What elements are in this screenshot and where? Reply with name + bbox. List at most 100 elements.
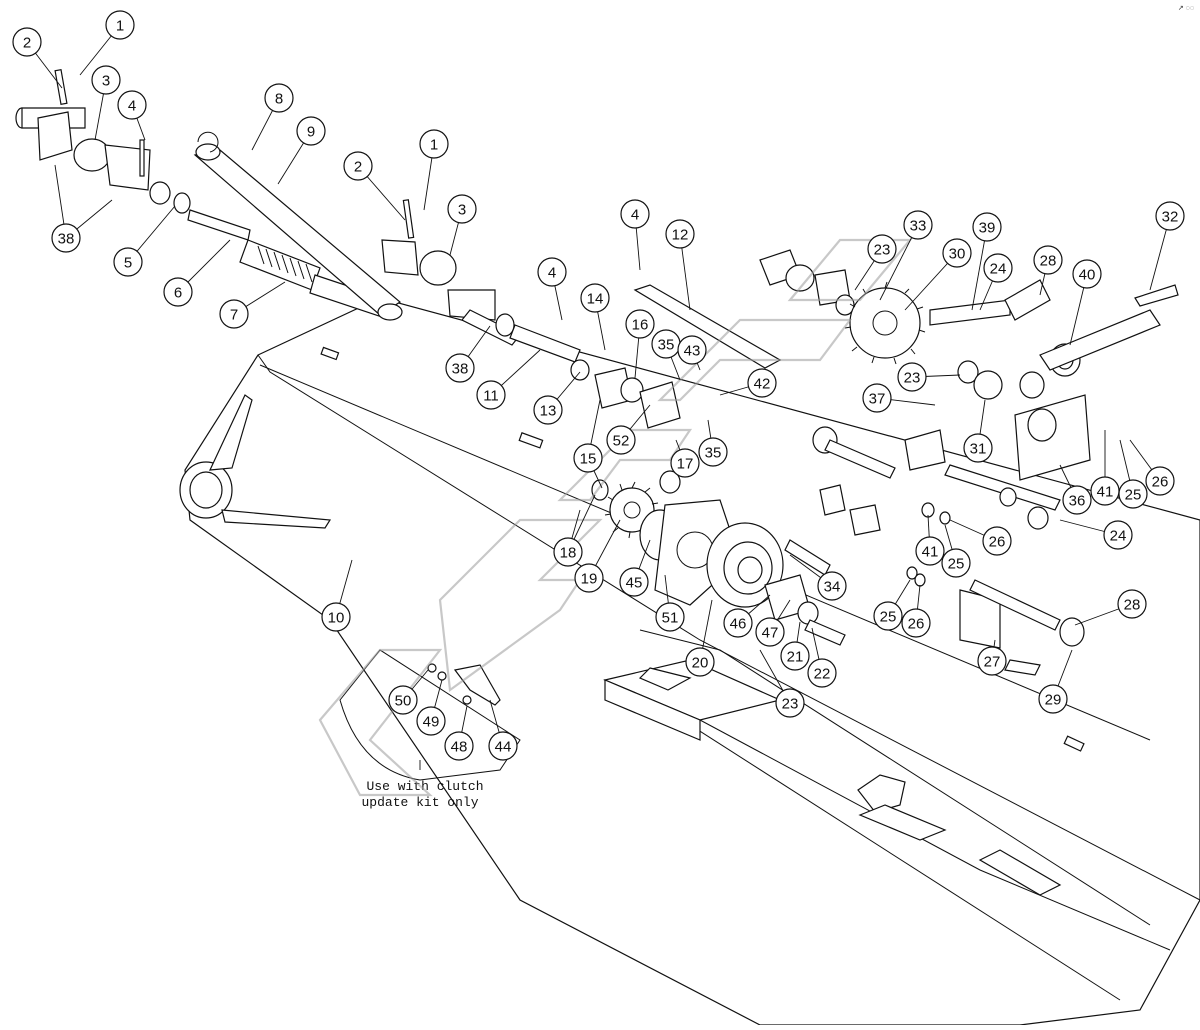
callout-circle [655,602,685,632]
callout-number: 51 [662,610,679,627]
callout-45: 45 [619,567,649,597]
callout-25: 25 [941,548,971,578]
callout-46: 46 [723,608,753,638]
callout-circle [747,368,777,398]
callout-circle [901,608,931,638]
callout-47: 47 [755,617,785,647]
callout-number: 27 [984,654,1001,671]
callout-circle [941,548,971,578]
callout-circle [698,437,728,467]
callout-number: 3 [458,202,466,219]
callout-number: 2 [23,35,31,52]
callout-circle [897,362,927,392]
callout-41: 41 [1090,476,1120,506]
callout-circle [476,380,506,410]
callout-circle [867,234,897,264]
callout-circle [12,27,42,57]
callout-number: 44 [495,739,512,756]
callout-circle [419,129,449,159]
callout-circle [619,567,649,597]
callout-26: 26 [1145,466,1175,496]
callout-29: 29 [1038,684,1068,714]
callout-38: 38 [445,353,475,383]
callout-circle [416,706,446,736]
callout-circle [983,253,1013,283]
callout-4: 4 [620,199,650,229]
callout-number: 40 [1079,267,1096,284]
callout-circle [972,212,1002,242]
callout-number: 24 [990,261,1007,278]
callout-number: 14 [587,291,604,308]
callout-number: 15 [580,451,597,468]
callout-number: 26 [989,534,1006,551]
callout-number: 17 [677,456,694,473]
callout-circle [1038,684,1068,714]
callout-number: 23 [904,370,921,387]
callout-52: 52 [606,425,636,455]
callout-number: 35 [658,337,675,354]
callout-circle [807,658,837,688]
callout-number: 18 [560,545,577,562]
callout-circle [574,563,604,593]
callout-number: 28 [1040,253,1057,270]
callout-6: 6 [163,277,193,307]
callout-circle [685,647,715,677]
callout-16: 16 [625,309,655,339]
callout-43: 43 [677,335,707,365]
callout-4: 4 [117,90,147,120]
callout-number: 4 [548,265,556,282]
callout-23: 23 [897,362,927,392]
callout-number: 49 [423,714,440,731]
callout-number: 2 [354,159,362,176]
callout-circle [553,537,583,567]
callout-circle [1072,259,1102,289]
callout-number: 1 [430,137,438,154]
callout-circle [1155,201,1185,231]
callout-2: 2 [343,151,373,181]
callout-circle [1103,520,1133,550]
callout-number: 11 [483,388,499,405]
callout-5: 5 [113,247,143,277]
callout-number: 30 [949,246,966,263]
callout-circle [862,383,892,413]
callout-number: 8 [275,91,283,108]
callout-35: 35 [651,329,681,359]
callout-18: 18 [553,537,583,567]
callout-28: 28 [1033,245,1063,275]
callout-circle [343,151,373,181]
callout-37: 37 [862,383,892,413]
callout-7: 7 [219,299,249,329]
callout-circle [1118,479,1148,509]
callout-number: 37 [869,391,886,408]
callout-number: 34 [824,579,841,596]
callout-51: 51 [655,602,685,632]
callout-circle [533,395,563,425]
callout-34: 34 [817,571,847,601]
callout-circle [873,601,903,631]
callout-circle [444,731,474,761]
callout-26: 26 [901,608,931,638]
clutch-note-line-2: update kit only [361,795,478,810]
callout-circle [1145,466,1175,496]
callout-28: 28 [1117,589,1147,619]
callout-number: 26 [1152,474,1169,491]
callout-circle [1117,589,1147,619]
callout-33: 33 [903,210,933,240]
callout-3: 3 [91,65,121,95]
callout-number: 36 [1069,493,1086,510]
callout-circle [447,194,477,224]
callout-number: 6 [174,285,182,302]
callout-circle [51,223,81,253]
callout-circle [573,443,603,473]
callout-8: 8 [264,83,294,113]
callout-15: 15 [573,443,603,473]
callout-number: 25 [948,556,965,573]
callout-number: 48 [451,739,468,756]
callout-19: 19 [574,563,604,593]
callout-circle [780,641,810,671]
callout-circle [620,199,650,229]
callout-number: 3 [102,73,110,90]
callout-17: 17 [670,448,700,478]
callout-49: 49 [416,706,446,736]
